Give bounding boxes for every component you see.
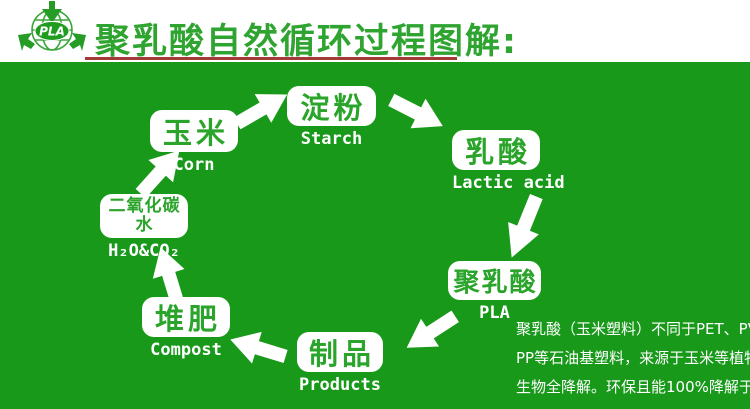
description-line-3: 生物全降解。环保且能100%降解于土壤 (516, 378, 750, 396)
corn-label-zh: 玉米 (162, 116, 229, 150)
compost-label-en: Compost (150, 340, 222, 360)
pla-label-zh: 聚乳酸 (453, 268, 538, 298)
starch-label-en: Starch (300, 129, 363, 149)
compost-box: 堆肥 (142, 297, 230, 337)
h2o-co2-box: 二氧化碳 水 (100, 194, 188, 238)
starch-label-zh: 淀粉 (300, 91, 367, 125)
h2o-co2-label-zh-line1: 二氧化碳 (108, 196, 181, 216)
corn-label-en: Corn (173, 155, 215, 175)
products-label-zh: 制品 (308, 337, 375, 371)
lactic-acid-label-en: Lactic acid (452, 173, 565, 193)
products-label-en: Products (299, 375, 381, 395)
cycle-node-compost: 堆肥 Compost (142, 297, 230, 360)
logo-text: PLA (39, 25, 65, 39)
pla-recycle-globe-logo: PLA (18, 1, 86, 51)
pla-box: 聚乳酸 (448, 261, 541, 300)
description-line-2: PP等石油基塑料，来源于玉米等植物， (516, 349, 750, 367)
products-box: 制品 (297, 332, 383, 372)
h2o-co2-label-zh-line2: 水 (135, 215, 154, 235)
cycle-node-h2o-co2: 二氧化碳 水 H₂O&CO₂ (100, 194, 188, 261)
description-line-1: 聚乳酸（玉米塑料）不同于PET、PVC、 (516, 320, 750, 338)
cycle-node-lactic-acid: 乳酸 Lactic acid (452, 130, 565, 193)
compost-label-zh: 堆肥 (154, 302, 221, 336)
title-underline (85, 57, 457, 60)
lactic-acid-box: 乳酸 (452, 130, 540, 170)
cycle-node-products: 制品 Products (297, 332, 383, 395)
page-title: 聚乳酸自然循环过程图解: (95, 22, 518, 62)
cycle-node-pla: 聚乳酸 PLA (448, 261, 541, 323)
starch-box: 淀粉 (287, 86, 376, 126)
cycle-node-starch: 淀粉 Starch (287, 86, 376, 149)
pla-description: 聚乳酸（玉米塑料）不同于PET、PVC、 PP等石油基塑料，来源于玉米等植物， … (516, 315, 750, 402)
corn-box: 玉米 (150, 110, 238, 152)
lactic-acid-label-zh: 乳酸 (464, 135, 531, 169)
h2o-co2-label-en: H₂O&CO₂ (108, 241, 180, 261)
cycle-node-corn: 玉米 Corn (150, 110, 238, 175)
header: PLA 聚乳酸自然循环过程图解: (0, 0, 750, 62)
pla-label-en: PLA (479, 303, 510, 323)
